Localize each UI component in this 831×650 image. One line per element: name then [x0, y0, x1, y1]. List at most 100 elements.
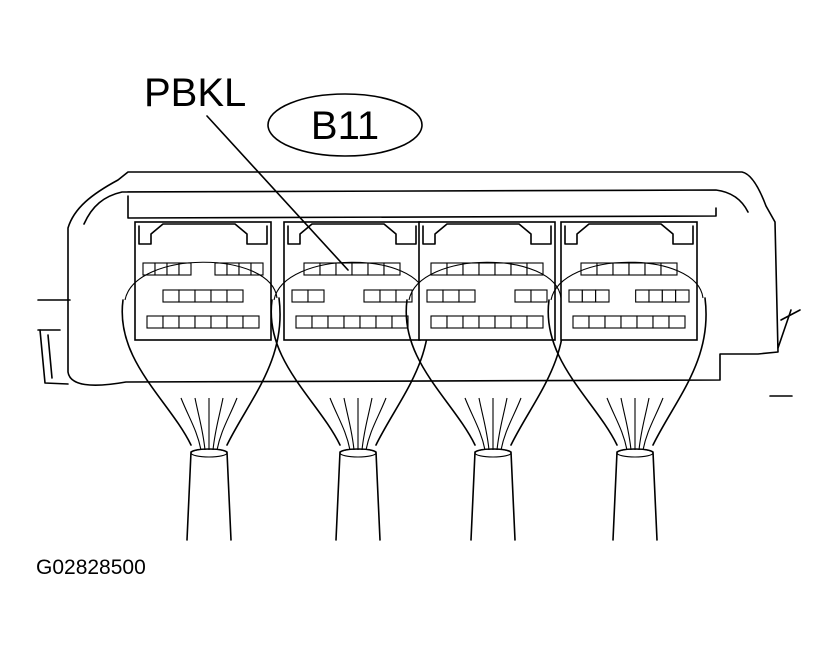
harness-wire — [606, 397, 628, 451]
connector-pin — [383, 262, 401, 276]
harness-sheath — [612, 448, 658, 541]
harness-sheath-end — [190, 448, 228, 458]
connector-pin — [359, 315, 377, 329]
harness-loop-top — [408, 261, 562, 301]
harness-loop — [547, 297, 707, 446]
harness-wire — [180, 397, 202, 451]
harness-sheath — [186, 448, 232, 541]
connector-pin — [395, 289, 413, 303]
connector-pin — [652, 315, 670, 329]
connector-label-ellipse — [267, 93, 423, 157]
connector-pin — [379, 289, 397, 303]
connector-pin — [446, 315, 464, 329]
figure-code: G02828500 — [36, 556, 146, 579]
connector-pin — [514, 289, 532, 303]
harness-loop-top — [273, 261, 427, 301]
connector-pin — [351, 262, 369, 276]
connector-3 — [405, 221, 565, 541]
connector-latch — [564, 223, 694, 245]
connector-pin — [363, 289, 381, 303]
harness-wire — [496, 397, 508, 451]
connector-pin — [178, 315, 196, 329]
connector-pin — [478, 315, 496, 329]
connector-pin — [526, 315, 544, 329]
connector-pin — [568, 289, 583, 303]
connector-pin — [391, 315, 409, 329]
connector-pin — [307, 289, 325, 303]
harness-wire — [464, 397, 486, 451]
connector-pin — [210, 315, 228, 329]
connector-pin — [668, 315, 686, 329]
harness-wire — [365, 397, 387, 451]
connector-4 — [547, 221, 707, 541]
connector-pin — [430, 315, 448, 329]
connector-pin — [210, 289, 228, 303]
ecu-housing — [67, 171, 779, 386]
harness-wire — [638, 397, 650, 451]
connector-pin — [635, 289, 650, 303]
mounting-bracket — [37, 299, 801, 397]
harness-loop — [121, 297, 281, 446]
harness-wire — [361, 397, 373, 451]
connector-pin — [648, 289, 663, 303]
harness-wire — [194, 397, 206, 451]
connector-pin — [604, 315, 622, 329]
connector-pin — [636, 315, 654, 329]
harness-sheath-end — [339, 448, 377, 458]
harness-loop-top — [124, 261, 278, 301]
connector-pin — [375, 315, 393, 329]
connector-pin — [194, 289, 212, 303]
connector-pin — [588, 315, 606, 329]
connector-pin — [226, 315, 244, 329]
harness-loop-top — [550, 261, 704, 301]
connector-pin — [146, 315, 164, 329]
connector-latch — [287, 223, 417, 245]
connector-pin — [612, 262, 630, 276]
harness-sheath — [335, 448, 381, 541]
connector-pin — [238, 262, 252, 276]
connector-pin — [661, 289, 677, 303]
connector-pin — [226, 289, 244, 303]
connector-pin — [442, 289, 460, 303]
connector-pin — [462, 262, 480, 276]
connector-1 — [121, 221, 281, 541]
harness-wire — [343, 397, 355, 451]
connector-pin — [572, 315, 590, 329]
connector-pin — [295, 315, 313, 329]
connector-pin — [595, 289, 610, 303]
terminal-label: PBKL — [144, 71, 246, 115]
connector-pin — [194, 315, 212, 329]
connector-pin — [458, 289, 476, 303]
connector-pin — [327, 315, 345, 329]
connector-pin — [581, 289, 597, 303]
connector-label: B11 — [311, 104, 379, 148]
harness-wire — [478, 397, 490, 451]
connector-latch — [422, 223, 552, 245]
harness-sheath-end — [474, 448, 512, 458]
harness-sheath — [470, 448, 516, 541]
connector-latch — [138, 223, 268, 245]
connector-pin — [530, 289, 548, 303]
harness-wire — [329, 397, 351, 451]
connector-pin — [580, 262, 598, 276]
harness-sheath-end — [616, 448, 654, 458]
harness-wire — [216, 397, 238, 451]
connector-pin — [426, 289, 444, 303]
connector-pin — [214, 262, 228, 276]
connector-pin — [162, 289, 180, 303]
connector-pin — [494, 262, 512, 276]
connector-pin — [620, 315, 638, 329]
connector-pin — [303, 262, 321, 276]
harness-wire — [212, 397, 224, 451]
connector-pin — [494, 315, 512, 329]
harness-wire — [620, 397, 632, 451]
connector-pin — [343, 315, 361, 329]
connector-pin — [628, 262, 646, 276]
connector-2-b11 — [270, 221, 430, 541]
connector-pin — [242, 315, 260, 329]
connector-pin — [178, 262, 192, 276]
pbkl-leader-line — [206, 115, 349, 271]
connector-pin — [178, 289, 196, 303]
connector-pin — [510, 315, 528, 329]
